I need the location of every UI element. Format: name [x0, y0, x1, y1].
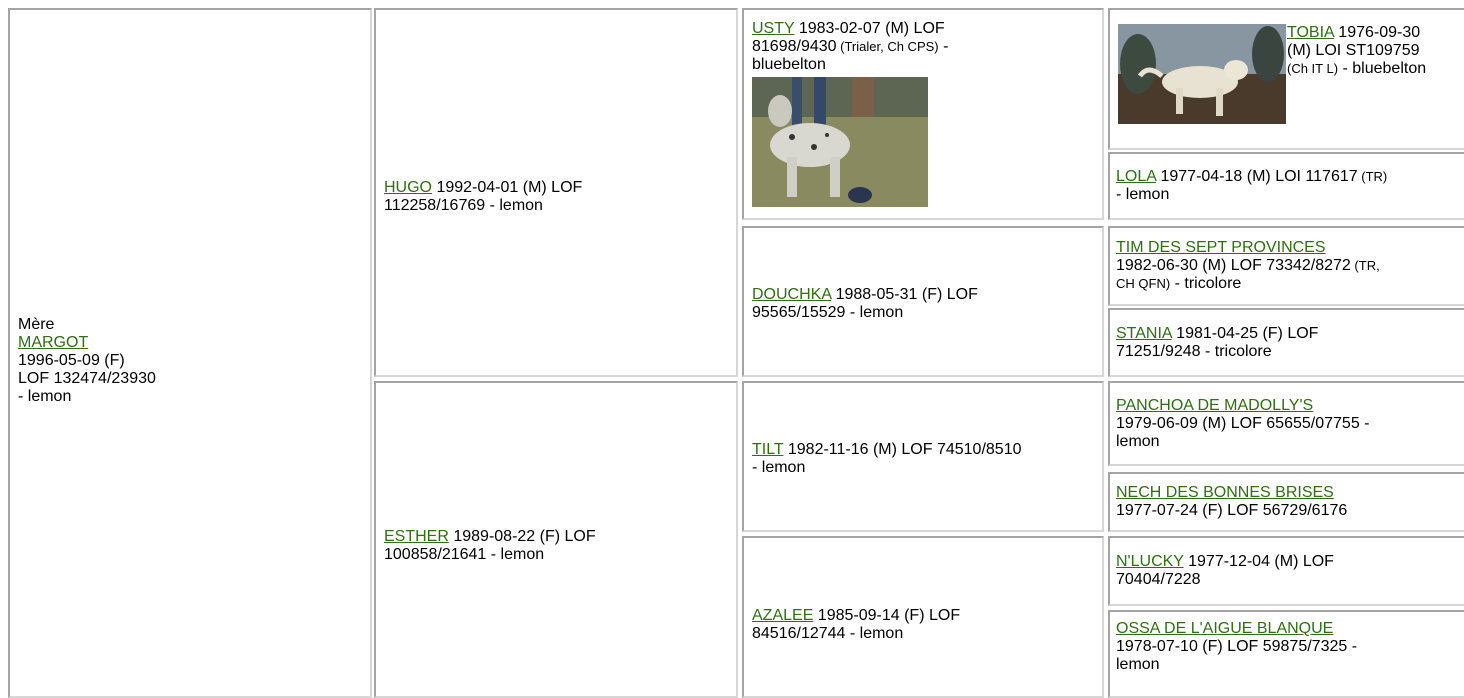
tobia-dog-photo: [1118, 24, 1286, 124]
pedigree-cell-tobia: TOBIA 1976-09-30 (M) LOI ST109759 (Ch IT…: [1108, 8, 1464, 150]
douchka-name-link[interactable]: DOUCHKA: [752, 285, 832, 303]
ossa-color: lemon: [1116, 656, 1160, 673]
usty-info: USTY 1983-02-07 (M) LOF 81698/9430 (Tria…: [752, 20, 948, 207]
mere-name-link[interactable]: MARGOT: [18, 334, 89, 351]
mere-role-label: Mère: [18, 316, 55, 333]
usty-dog-photo: [752, 77, 928, 207]
lola-titles: (TR): [1357, 169, 1388, 184]
mere-registration: LOF 132474/23930: [18, 370, 156, 387]
tilt-color: - lemon: [752, 458, 806, 476]
lola-name-link[interactable]: LOLA: [1116, 168, 1157, 185]
hugo-info: HUGO 1992-04-01 (M) LOF 112258/16769 - l…: [384, 179, 582, 215]
usty-birth-reg: 1983-02-07 (M) LOF: [794, 20, 945, 37]
tim-color: - tricolore: [1170, 275, 1242, 292]
nech-info: NECH DES BONNES BRISES 1977-07-24 (F) LO…: [1116, 484, 1347, 520]
douchka-reg-color: 95565/15529 - lemon: [752, 303, 904, 321]
nlucky-name-link[interactable]: N'LUCKY: [1116, 553, 1184, 570]
lola-color: - lemon: [1116, 186, 1170, 203]
douchka-birth-reg: 1988-05-31 (F) LOF: [831, 285, 978, 303]
usty-color: bluebelton: [752, 56, 826, 73]
esther-name-link[interactable]: ESTHER: [384, 527, 449, 545]
pedigree-cell-stania: STANIA 1981-04-25 (F) LOF 71251/9248 - t…: [1108, 308, 1464, 377]
douchka-info: DOUCHKA 1988-05-31 (F) LOF 95565/15529 -…: [752, 286, 978, 322]
hugo-name-link[interactable]: HUGO: [384, 178, 432, 196]
pedigree-cell-azalee: AZALEE 1985-09-14 (F) LOF 84516/12744 - …: [742, 536, 1104, 698]
esther-reg-color: 100858/21641 - lemon: [384, 545, 545, 563]
tilt-name-link[interactable]: TILT: [752, 440, 784, 458]
esther-info: ESTHER 1989-08-22 (F) LOF 100858/21641 -…: [384, 528, 596, 564]
tilt-info: TILT 1982-11-16 (M) LOF 74510/8510 - lem…: [752, 441, 1022, 477]
lola-birth-reg: 1977-04-18 (M) LOI 117617: [1156, 168, 1358, 185]
ossa-info: OSSA DE L'AIGUE BLANQUE 1978-07-10 (F) L…: [1116, 620, 1357, 674]
esther-birth-reg: 1989-08-22 (F) LOF: [448, 527, 596, 545]
nlucky-registration: 70404/7228: [1116, 571, 1201, 588]
hugo-birth-reg: 1992-04-01 (M) LOF: [432, 178, 583, 196]
pedigree-cell-usty: USTY 1983-02-07 (M) LOF 81698/9430 (Tria…: [742, 8, 1104, 220]
hugo-reg-color: 112258/16769 - lemon: [384, 196, 543, 214]
stania-info: STANIA 1981-04-25 (F) LOF 71251/9248 - t…: [1116, 325, 1318, 361]
tobia-color: - bluebelton: [1338, 60, 1427, 77]
azalee-info: AZALEE 1985-09-14 (F) LOF 84516/12744 - …: [752, 607, 960, 643]
tobia-birthdate: 1976-09-30: [1333, 24, 1421, 41]
tim-titles-line: CH QFN) - tricolore: [1116, 275, 1380, 293]
azalee-reg-color: 84516/12744 - lemon: [752, 625, 904, 642]
mere-info: Mère MARGOT 1996-05-09 (F) LOF 132474/23…: [18, 316, 156, 406]
pedigree-cell-douchka: DOUCHKA 1988-05-31 (F) LOF 95565/15529 -…: [742, 226, 1104, 377]
nech-name-link[interactable]: NECH DES BONNES BRISES: [1116, 484, 1334, 501]
usty-titles: (Trialer, Ch CPS): [836, 39, 939, 54]
pedigree-cell-esther: ESTHER 1989-08-22 (F) LOF 100858/21641 -…: [374, 381, 738, 698]
pedigree-cell-tilt: TILT 1982-11-16 (M) LOF 74510/8510 - lem…: [742, 381, 1104, 532]
stania-name-link[interactable]: STANIA: [1116, 324, 1172, 342]
usty-reg-line: 81698/9430 (Trialer, Ch CPS) -: [752, 38, 948, 56]
pedigree-cell-mere: Mère MARGOT 1996-05-09 (F) LOF 132474/23…: [8, 8, 372, 698]
tilt-birth-reg: 1982-11-16 (M) LOF 74510/8510: [783, 440, 1022, 458]
nech-birth-reg: 1977-07-24 (F) LOF 56729/6176: [1116, 502, 1348, 519]
tim-titles-2: CH QFN): [1116, 276, 1171, 291]
pedigree-cell-nlucky: N'LUCKY 1977-12-04 (M) LOF 70404/7228: [1108, 536, 1464, 606]
tobia-text: TOBIA 1976-09-30 (M) LOI ST109759 (Ch IT…: [1286, 24, 1426, 78]
usty-name-link[interactable]: USTY: [752, 20, 795, 37]
pedigree-cell-lola: LOLA 1977-04-18 (M) LOI 117617 (TR) - le…: [1108, 152, 1464, 220]
pedigree-cell-tim-des-sept-provinces: TIM DES SEPT PROVINCES 1982-06-30 (M) LO…: [1108, 226, 1464, 306]
tobia-registration: (M) LOI ST109759: [1287, 42, 1420, 59]
panchoa-color: lemon: [1116, 432, 1160, 450]
tim-titles: (TR,: [1350, 258, 1380, 273]
nlucky-info: N'LUCKY 1977-12-04 (M) LOF 70404/7228: [1116, 553, 1334, 589]
lola-info: LOLA 1977-04-18 (M) LOI 117617 (TR) - le…: [1116, 168, 1387, 204]
panchoa-birth-reg: 1979-06-09 (M) LOF 65655/07755 -: [1116, 414, 1370, 432]
azalee-birth-reg: 1985-09-14 (F) LOF: [813, 607, 961, 624]
tim-birth-reg: 1982-06-30 (M) LOF 73342/8272: [1116, 257, 1351, 274]
usty-photo-art: [752, 77, 928, 207]
tobia-titles-line: (Ch IT L) - bluebelton: [1287, 60, 1426, 78]
stania-reg-color: 71251/9248 - tricolore: [1116, 342, 1272, 360]
tim-info: TIM DES SEPT PROVINCES 1982-06-30 (M) LO…: [1116, 239, 1380, 293]
usty-dash: -: [938, 38, 949, 55]
tobia-info: TOBIA 1976-09-30 (M) LOI ST109759 (Ch IT…: [1118, 24, 1426, 124]
panchoa-info: PANCHOA DE MADOLLY'S 1979-06-09 (M) LOF …: [1116, 397, 1369, 451]
mere-birthdate: 1996-05-09 (F): [18, 352, 125, 369]
tim-name-link[interactable]: TIM DES SEPT PROVINCES: [1116, 239, 1326, 256]
pedigree-cell-panchoa-de-madollys: PANCHOA DE MADOLLY'S 1979-06-09 (M) LOF …: [1108, 381, 1464, 466]
tobia-name-link[interactable]: TOBIA: [1287, 24, 1334, 41]
tobia-photo-art: [1118, 24, 1286, 124]
ossa-name-link[interactable]: OSSA DE L'AIGUE BLANQUE: [1116, 620, 1334, 637]
pedigree-cell-hugo: HUGO 1992-04-01 (M) LOF 112258/16769 - l…: [374, 8, 738, 377]
stania-birth-reg: 1981-04-25 (F) LOF: [1171, 324, 1319, 342]
mere-color: - lemon: [18, 388, 72, 405]
azalee-name-link[interactable]: AZALEE: [752, 607, 814, 624]
ossa-birth-reg: 1978-07-10 (F) LOF 59875/7325 -: [1116, 638, 1358, 655]
nlucky-birth-reg: 1977-12-04 (M) LOF: [1183, 553, 1334, 570]
usty-reg-number: 81698/9430: [752, 38, 837, 55]
panchoa-name-link[interactable]: PANCHOA DE MADOLLY'S: [1116, 396, 1314, 414]
pedigree-cell-ossa-de-laigue-blanque: OSSA DE L'AIGUE BLANQUE 1978-07-10 (F) L…: [1108, 610, 1464, 698]
tobia-titles: (Ch IT L): [1287, 61, 1339, 76]
pedigree-cell-nech-des-bonnes-brises: NECH DES BONNES BRISES 1977-07-24 (F) LO…: [1108, 472, 1464, 532]
